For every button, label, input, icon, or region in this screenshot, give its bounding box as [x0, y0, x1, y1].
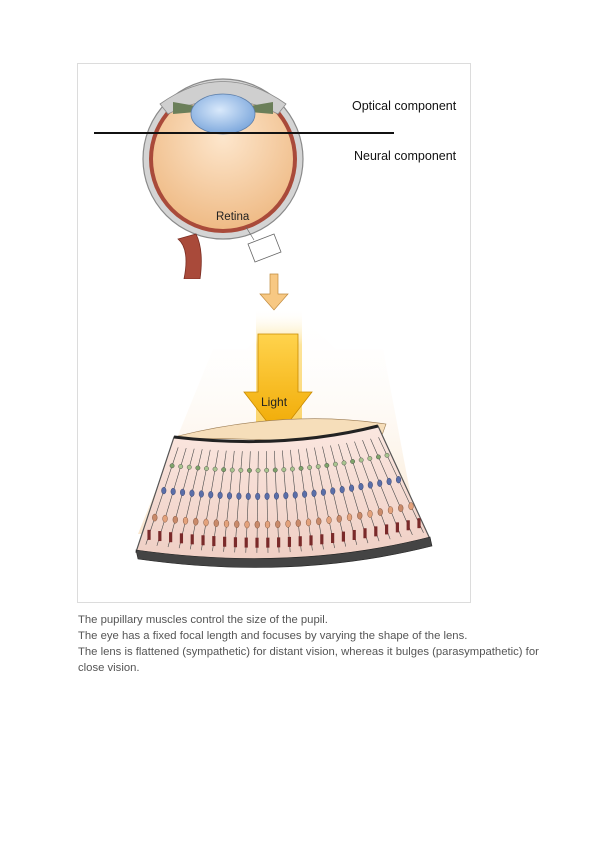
zoom-arrow — [259, 273, 289, 311]
vitreous-body — [153, 89, 293, 229]
light-arrow — [243, 333, 313, 437]
retina-layers — [135, 418, 433, 568]
label-light: Light — [261, 395, 288, 409]
label-retina: Retina — [216, 211, 250, 223]
retina-inner-edge — [173, 424, 379, 444]
lens — [190, 93, 256, 135]
label-optical-component: Optical component — [352, 99, 457, 113]
eye-retina-illustration — [94, 78, 433, 568]
neuron-layer — [145, 437, 424, 553]
label-neural-component: Neural component — [354, 149, 457, 163]
caption-line-2: The eye has a fixed focal length and foc… — [78, 630, 468, 642]
figure-frame: Optical component Neural component Retin… — [77, 63, 471, 603]
retina-sample-box — [245, 226, 282, 263]
eyeball — [142, 78, 304, 279]
iris-left — [173, 102, 196, 114]
iris-right — [250, 102, 273, 114]
caption-line-1: The pupillary muscles control the size o… — [78, 614, 328, 626]
caption-line-3: The lens is flattened (sympathetic) for … — [78, 646, 539, 674]
figure-caption: The pupillary muscles control the size o… — [78, 612, 548, 676]
optic-nerve — [177, 233, 202, 279]
pigment-epithelium — [135, 536, 433, 568]
